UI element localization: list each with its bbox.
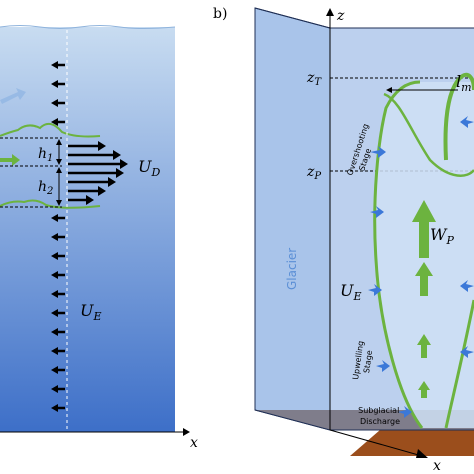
floor-front-edge [254,409,331,431]
panel-a: h1 h2 UD [0,25,198,451]
entrainment-arrow [51,328,65,336]
subglacial-discharge-label: Subglacial Discharge [358,406,402,426]
overshoot-cap [443,72,474,161]
x-axis-b-arrowhead [416,449,428,458]
panel-b-letter: b) [213,6,227,22]
entrainment-arrow [51,214,65,222]
outflow-arrow [68,168,124,178]
wp-arrow [412,200,436,258]
entrainment-arrows-left [51,61,65,412]
entrainment-arrow [51,233,65,241]
h2-dimension [56,167,62,206]
zt-label: zT [306,70,322,88]
entrainment-arrow [51,385,65,393]
entrainment-arrow-b [368,284,382,296]
z-axis-arrowhead [326,8,334,16]
plume-outflow-arrow [0,154,20,166]
entrainment-arrow [51,80,65,88]
h2-label: h2 [38,179,53,197]
ud-label: UD [138,157,160,179]
water-surface [0,25,176,29]
entrainment-arrow [51,309,65,317]
entrainment-arrow-b [370,206,384,218]
entrainment-arrow [51,347,65,355]
panel-b: b) z x Glacier zT zP [213,6,474,474]
entrainment-arrow [51,61,65,69]
entrainment-arrow [51,118,65,126]
wp-label: WP [430,225,454,247]
x-axis-b [329,429,423,457]
upwelling-stage-label: Upwelling Stage [351,338,376,382]
lm-label: lm [456,72,472,94]
entrainment-arrow-b [460,346,474,358]
glacier-label: Glacier [285,248,299,290]
entrainment-arrow-b [398,406,412,418]
entrainment-arrow [51,290,65,298]
entrainment-arrow-b [460,280,474,292]
upward-arrow [417,334,431,358]
overshoot-fold [383,92,474,177]
h1-label: h1 [38,146,53,164]
h1-dimension [56,139,62,165]
plume-inner-right [444,299,474,429]
upward-arrow [415,262,433,296]
water-column [0,27,175,432]
z-axis-label: z [336,8,345,24]
entrainment-arrow [51,271,65,279]
outflow-arrow [68,195,94,205]
ue-label-b: UE [340,281,362,303]
sediment [350,430,474,456]
outflow-arrow [68,141,106,151]
x-axis-a-label: x [190,435,198,451]
outflow-arrow [68,177,116,187]
outflow-arrows [68,141,128,205]
outflow-arrow [68,150,121,160]
entrainment-arrows-b [368,116,474,418]
zp-label: zP [306,164,321,182]
upward-arrow [418,381,430,398]
outflow-arrow [68,186,106,196]
ue-label-a: UE [80,301,102,323]
glacier-face [254,7,331,431]
entrainment-arrow [51,366,65,374]
x-axis-a-arrowhead [183,428,190,436]
top-edge [254,7,331,29]
entrainment-arrow-b [370,146,386,158]
entrainment-arrow [51,404,65,412]
plume-top-outline [0,122,101,138]
entrainment-arrow-b [376,360,390,372]
entrainment-arrow [51,252,65,260]
outflow-arrow [68,159,128,169]
plume-bottom-outline [0,199,101,209]
inflow-arrow-faint [0,88,26,104]
lm-marker-arrow-left [386,87,392,93]
entrainment-arrow-b [460,116,474,128]
x-axis-b-label: x [433,458,441,474]
entrainment-arrow [51,99,65,107]
